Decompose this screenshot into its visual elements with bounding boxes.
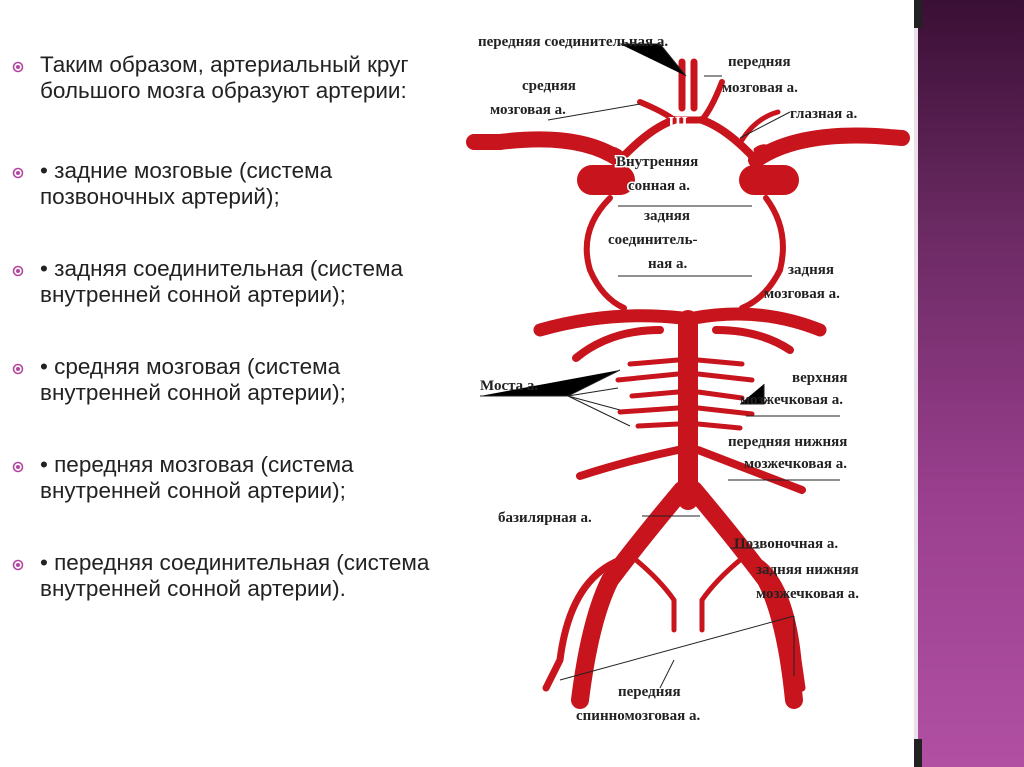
label-anterior-communicating: передняя соединительная а. <box>478 34 668 50</box>
bullet-text: • передняя мозговая (система внутренней … <box>40 452 354 503</box>
side-band-tab-bottom <box>914 739 922 767</box>
label-pontine: Моста а. <box>480 378 538 394</box>
bullet-circle-icon <box>12 461 24 473</box>
label-middle-cerebral-1: средняя <box>522 78 576 94</box>
bullet-item: • передняя мозговая (система внутренней … <box>12 452 462 504</box>
label-vertebral: Позвоночная а. <box>734 536 838 552</box>
label-posterior-communicating-3: ная а. <box>648 256 688 272</box>
side-band-strip <box>914 0 918 767</box>
bullet-text: • передняя соединительная (система внутр… <box>40 550 430 601</box>
label-superior-cerebellar-2: мозжечковая а. <box>740 392 843 408</box>
label-posterior-communicating-1: задняя <box>644 208 690 224</box>
bullet-list: Таким образом, артериальный круг большог… <box>12 52 462 602</box>
label-posterior-inferior-cerebellar-1: задняя нижняя <box>756 562 859 578</box>
label-posterior-cerebral-2: мозговая а. <box>764 286 840 302</box>
side-band-tab-top <box>914 0 922 28</box>
bullet-circle-icon <box>12 559 24 571</box>
label-anterior-inferior-cerebellar-2: мозжечковая а. <box>744 456 847 472</box>
bullet-text: • средняя мозговая (система внутренней с… <box>40 354 346 405</box>
bullet-circle-icon <box>12 363 24 375</box>
label-middle-cerebral-2: мозговая а. <box>490 102 566 118</box>
label-internal-carotid-2: сонная а. <box>628 178 690 194</box>
bullet-text: Таким образом, артериальный круг большог… <box>40 52 409 103</box>
artery-drawing <box>466 58 910 709</box>
label-anterior-inferior-cerebellar-1: передняя нижняя <box>728 434 847 450</box>
bullet-item: • средняя мозговая (система внутренней с… <box>12 354 462 406</box>
label-ophthalmic: глазная а. <box>790 106 858 122</box>
label-roman-numeral: III <box>668 113 688 132</box>
decorative-side-band <box>914 0 1024 767</box>
label-posterior-cerebral-1: задняя <box>788 262 834 278</box>
label-superior-cerebellar-1: верхняя <box>792 370 847 386</box>
diagram-labels: передняя соединительная а. передняя мозг… <box>478 34 859 724</box>
label-posterior-communicating-2: соединитель- <box>608 232 698 248</box>
bullet-text: • задняя соединительная (система внутрен… <box>40 256 404 307</box>
bullet-item: Таким образом, артериальный круг большог… <box>12 52 462 104</box>
bullet-circle-icon <box>12 265 24 277</box>
bullet-text: • задние мозговые (система позвоночных а… <box>40 158 333 209</box>
label-anterior-spinal-2: спинномозговая а. <box>576 708 701 724</box>
label-internal-carotid-1: Внутренняя <box>616 154 698 170</box>
label-anterior-cerebral-1: передняя <box>728 54 791 70</box>
label-basilar: базилярная а. <box>498 510 592 526</box>
label-anterior-spinal-1: передняя <box>618 684 681 700</box>
label-anterior-cerebral-2: мозговая а. <box>722 80 798 96</box>
bullet-item: • передняя соединительная (система внутр… <box>12 550 462 602</box>
circle-of-willis-diagram: передняя соединительная а. передняя мозг… <box>466 34 910 724</box>
leader-lines <box>480 43 840 689</box>
bullet-circle-icon <box>12 61 24 73</box>
label-posterior-inferior-cerebellar-2: мозжечковая а. <box>756 586 859 602</box>
bullet-item: • задние мозговые (система позвоночных а… <box>12 158 462 210</box>
bullet-item: • задняя соединительная (система внутрен… <box>12 256 462 308</box>
bullet-circle-icon <box>12 167 24 179</box>
